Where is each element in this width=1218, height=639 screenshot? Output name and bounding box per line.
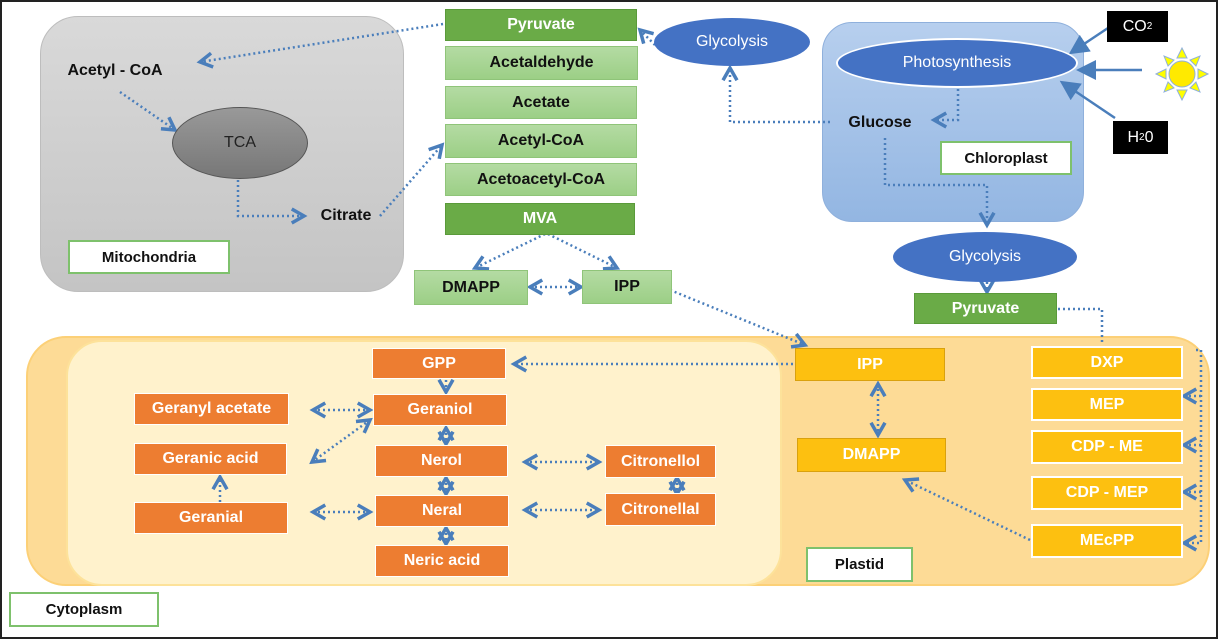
co2-text: CO bbox=[1122, 17, 1147, 35]
cdp-mep-node: CDP - MEP bbox=[1031, 476, 1183, 510]
arrow-glycolysis-to-pyruvate bbox=[640, 30, 656, 46]
mitochondria-label: Mitochondria bbox=[68, 240, 230, 274]
citronellol-node: Citronellol bbox=[605, 445, 716, 478]
arrow-acetylcoa-to-tca bbox=[119, 90, 175, 130]
glycolysis-top-node: Glycolysis bbox=[654, 18, 810, 66]
plastid-label: Plastid bbox=[806, 547, 913, 582]
chloroplast-label: Chloroplast bbox=[940, 141, 1072, 175]
h2o-subscript: 2 bbox=[1139, 132, 1145, 143]
citrate-node: Citrate bbox=[320, 207, 372, 224]
arrow-tca-to-citrate bbox=[236, 180, 304, 216]
h2o-o-text: 0 bbox=[1144, 128, 1154, 146]
acetaldehyde-node: Acetaldehyde bbox=[445, 46, 638, 80]
arrow-pyruvate-to-dxp bbox=[1058, 307, 1104, 345]
geranic-acid-node: Geranic acid bbox=[134, 443, 287, 475]
arrow-ipp-to-plastid-ipp bbox=[669, 288, 805, 345]
neral-node: Neral bbox=[375, 495, 509, 527]
arrow-co2-to-photosynthesis bbox=[1068, 26, 1109, 55]
cdp-me-node: CDP - ME bbox=[1031, 430, 1183, 464]
sun-icon bbox=[1154, 46, 1210, 102]
acetyl-coa-step-node: Acetyl-CoA bbox=[445, 124, 637, 158]
geranial-node: Geranial bbox=[134, 502, 288, 534]
mep-node: MEP bbox=[1031, 388, 1183, 421]
glucose-node: Glucose bbox=[848, 114, 912, 131]
glycolysis-bottom-node: Glycolysis bbox=[893, 232, 1077, 282]
citronellal-node: Citronellal bbox=[605, 493, 716, 526]
arrow-h2o-to-photosynthesis bbox=[1059, 80, 1116, 120]
tca-cycle-node: TCA bbox=[172, 107, 308, 179]
nerol-node: Nerol bbox=[375, 445, 508, 477]
cytoplasm-label: Cytoplasm bbox=[9, 592, 159, 627]
arrow-geraniol-geranic-acid bbox=[312, 420, 370, 462]
gpp-node: GPP bbox=[372, 348, 506, 379]
co2-subscript: 2 bbox=[1146, 21, 1153, 32]
mva-node: MVA bbox=[445, 203, 635, 235]
pyruvate-bottom-node: Pyruvate bbox=[914, 293, 1057, 324]
arrow-citrate-to-acetylcoa bbox=[379, 145, 442, 217]
arrow-dxp-loop bbox=[1184, 348, 1203, 543]
geraniol-node: Geraniol bbox=[373, 394, 507, 426]
mecpp-node: MEcPP bbox=[1031, 524, 1183, 558]
acetate-node: Acetate bbox=[445, 86, 637, 119]
h2o-h-text: H bbox=[1127, 128, 1140, 146]
arrow-mecpp-to-dmapp bbox=[905, 480, 1031, 542]
acetoacetyl-coa-node: Acetoacetyl-CoA bbox=[445, 163, 637, 196]
ipp-cytosol-node: IPP bbox=[582, 270, 672, 304]
arrow-mva-to-dmapp bbox=[475, 232, 546, 268]
ipp-plastid-node: IPP bbox=[795, 348, 945, 381]
dmapp-cytosol-node: DMAPP bbox=[414, 270, 528, 305]
dxp-node: DXP bbox=[1031, 346, 1183, 379]
arrow-mva-to-ipp bbox=[547, 232, 617, 268]
arrow-glucose-to-glycolysis bbox=[730, 68, 830, 124]
acetyl-coa-node: Acetyl - CoA bbox=[67, 62, 163, 79]
geranyl-acetate-node: Geranyl acetate bbox=[134, 393, 289, 425]
arrow-photosynthesis-to-glucose bbox=[934, 84, 960, 120]
pyruvate-node: Pyruvate bbox=[445, 9, 637, 41]
neric-acid-node: Neric acid bbox=[375, 545, 509, 577]
arrow-pyruvate-to-acetylcoa bbox=[200, 22, 444, 62]
photosynthesis-node: Photosynthesis bbox=[836, 38, 1078, 88]
dmapp-plastid-node: DMAPP bbox=[797, 438, 946, 472]
